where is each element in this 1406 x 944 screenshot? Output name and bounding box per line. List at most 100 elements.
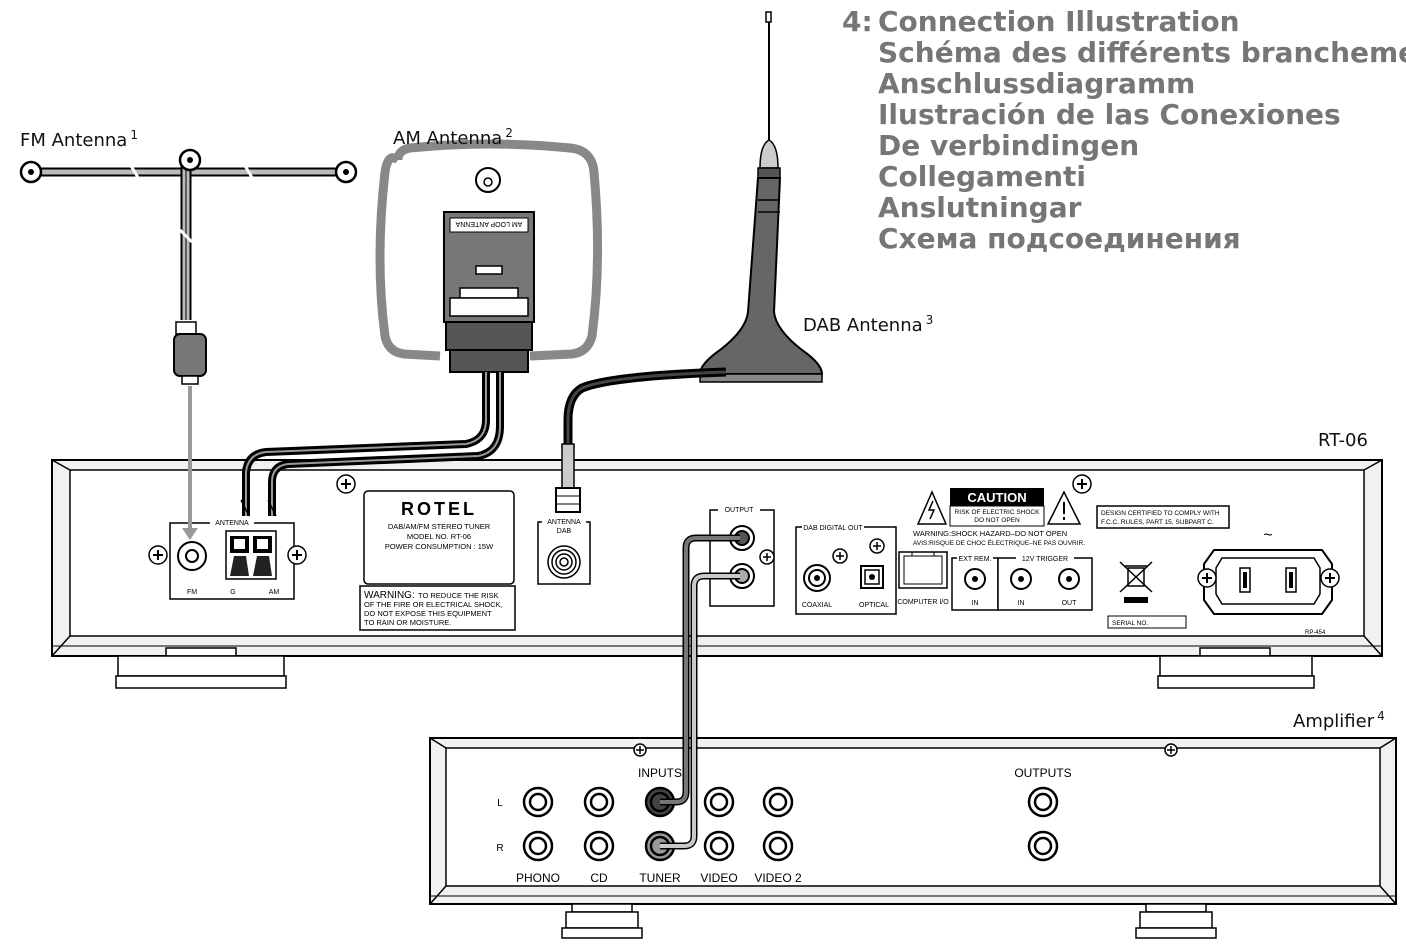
amp-input-jack[interactable] <box>522 830 554 862</box>
dab-digital-out-panel: DAB DIGITAL OUT COAXIAL OPTICAL <box>795 522 897 615</box>
left-channel-label: L <box>497 798 503 809</box>
inputs-label: INPUTS <box>638 766 682 780</box>
model-plate: ROTEL DAB/AM/FM STEREO TUNER MODEL NO. R… <box>359 490 516 631</box>
screw-icon <box>148 545 168 565</box>
heading-line-2: Schéma des différents branchements <box>878 36 1406 69</box>
optical-label: OPTICAL <box>859 602 889 609</box>
heading-line-5: De verbindingen <box>878 129 1140 162</box>
amp-input-jack[interactable] <box>703 830 735 862</box>
warning-line-3: DO NOT EXPOSE THIS EQUIPMENT <box>364 609 492 618</box>
screw-icon <box>1164 743 1178 757</box>
amp-input-jack[interactable] <box>762 786 794 818</box>
fm-terminal-label: FM <box>187 589 197 596</box>
fm-antenna-text: FM Antenna <box>20 130 128 151</box>
antenna-dab-label-2: DAB <box>557 528 572 535</box>
dab-antenna-text: DAB Antenna <box>803 315 923 336</box>
fm-antenna <box>19 148 358 540</box>
trigger-out-label: OUT <box>1062 600 1078 607</box>
heading-line-6: Collegamenti <box>878 160 1086 193</box>
amp-jack-label: CD <box>590 871 608 885</box>
rca-cable-right <box>660 572 740 850</box>
fcc-line-2: F.C.C. RULES, PART 15, SUBPART C. <box>1101 519 1214 526</box>
plate-line-2: MODEL NO. RT-06 <box>407 532 471 541</box>
tuner-foot-left <box>115 647 287 689</box>
amp-jack-label: VIDEO <box>700 871 737 885</box>
caution-line-1: RISK OF ELECTRIC SHOCK <box>955 509 1041 516</box>
amp-foot-left <box>561 903 643 939</box>
section-number: 4: <box>842 5 873 38</box>
ext-rem-in-jack[interactable] <box>964 568 986 590</box>
warning-line-1: TO REDUCE THE RISK <box>418 591 499 600</box>
fcc-label: DESIGN CERTIFIED TO COMPLY WITH F.C.C. R… <box>1096 505 1230 529</box>
serial-number-box: SERIAL NO. <box>1107 615 1187 629</box>
amp-jack-label: VIDEO 2 <box>754 871 802 885</box>
antenna-terminal-panel: ANTENNA FM G AM <box>148 517 307 600</box>
warning-line-4: TO RAIN OR MOISTURE. <box>364 618 451 627</box>
amp-jack-label: PHONO <box>516 871 560 885</box>
serial-label: SERIAL NO. <box>1112 620 1148 627</box>
weee-bin-icon <box>1119 561 1153 603</box>
heading-line-1: 4:Connection Illustration <box>842 6 1406 37</box>
dab-antenna <box>555 11 824 513</box>
screw-icon <box>759 549 775 565</box>
caution-line-2: DO NOT OPEN <box>974 517 1020 524</box>
fcc-line-1: DESIGN CERTIFIED TO COMPLY WITH <box>1101 510 1220 517</box>
tuner-foot-right <box>1157 647 1315 689</box>
am-antenna-note: 2 <box>505 126 513 140</box>
amplifier-note: 4 <box>1377 709 1385 723</box>
amp-output-right-jack[interactable] <box>1027 830 1059 862</box>
fm-antenna-note: 1 <box>130 128 138 142</box>
rca-cable-left <box>660 534 740 806</box>
optical-jack[interactable] <box>860 565 884 589</box>
amp-input-jack[interactable] <box>583 830 615 862</box>
diagram-heading: 4:Connection Illustration Schéma des dif… <box>842 6 1406 254</box>
heading-text-1: Connection Illustration <box>878 5 1240 38</box>
heading-line-4: Ilustración de las Conexiones <box>878 98 1341 131</box>
trigger-in-jack[interactable] <box>1010 568 1032 590</box>
amp-input-jack[interactable] <box>583 786 615 818</box>
plate-line-1: DAB/AM/FM STEREO TUNER <box>388 522 491 531</box>
amp-input-jack[interactable] <box>762 830 794 862</box>
antenna-group-label: ANTENNA <box>215 520 249 527</box>
computer-io-port[interactable] <box>898 551 948 589</box>
heading-line-3: Anschlussdiagramm <box>878 67 1196 100</box>
output-label: OUTPUT <box>725 507 755 514</box>
am-spring-terminal[interactable] <box>225 530 277 580</box>
amp-output-left-jack[interactable] <box>1027 786 1059 818</box>
antenna-dab-label-1: ANTENNA <box>547 519 581 526</box>
analog-output-panel: OUTPUT <box>709 504 775 607</box>
am-terminal-label: AM <box>269 589 280 596</box>
am-antenna-text: AM Antenna <box>393 128 503 149</box>
plate-line-3: POWER CONSUMPTION : 15W <box>385 542 494 551</box>
tuner-chassis <box>51 459 1383 657</box>
amp-jack-label: TUNER <box>639 871 681 885</box>
caution-title: CAUTION <box>967 490 1026 505</box>
trigger-out-jack[interactable] <box>1058 568 1080 590</box>
amp-input-jack[interactable] <box>703 786 735 818</box>
am-loop-antenna: AM LOOP ANTENNA <box>240 139 603 517</box>
ext-rem-panel: EXT REM. IN <box>951 553 999 611</box>
trigger-label: 12V TRIGGER <box>1022 556 1068 563</box>
dab-antenna-jack[interactable]: ANTENNA DAB <box>537 516 591 585</box>
fm-antenna-jack[interactable] <box>177 541 207 571</box>
screw-icon <box>1320 568 1340 588</box>
tuner-model-label: RT-06 <box>1318 430 1368 451</box>
amplifier-chassis <box>429 737 1397 905</box>
avis-text: AVIS:RISQUE DE CHOC ÉLECTRIQUE–NE PAS OU… <box>913 538 1085 547</box>
amp-input-jack[interactable] <box>522 786 554 818</box>
am-loop-label: AM LOOP ANTENNA <box>455 220 522 227</box>
ext-rem-label: EXT REM. <box>959 556 992 563</box>
ac-power-inlet[interactable]: ~ <box>1197 527 1340 615</box>
shock-warning-text: WARNING:SHOCK HAZARD–DO NOT OPEN <box>913 529 1067 538</box>
warning-title: WARNING: <box>364 590 415 601</box>
caution-label: CAUTION RISK OF ELECTRIC SHOCK DO NOT OP… <box>913 488 1085 547</box>
dab-antenna-note: 3 <box>925 313 934 327</box>
lightning-warning-icon <box>916 490 948 525</box>
coaxial-jack[interactable] <box>803 564 831 592</box>
rp-code: RP-454 <box>1305 630 1326 636</box>
